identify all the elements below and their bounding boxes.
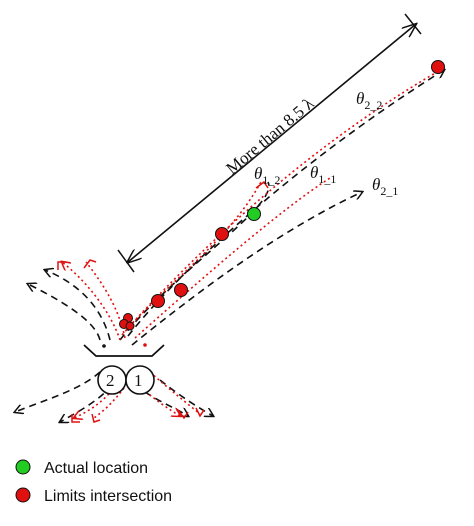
red-corner-marks (57, 180, 269, 423)
array-platform (83, 344, 165, 357)
theta-labels: θ2_2 θ1_2 θ1_1 θ2_1 (254, 89, 398, 198)
limit-point-7 (125, 321, 135, 331)
theta-2-2-label: θ2_2 (356, 89, 382, 112)
antenna-2-label: 2 (106, 371, 115, 390)
distance-dimension: More than 8.5 λ (117, 13, 422, 273)
ray-lower-right-outer (159, 379, 213, 416)
dimension-tick-end (404, 13, 422, 35)
theta-1-1-label: θ1_1 (310, 163, 336, 186)
limit-point-mid (215, 227, 229, 241)
red-ray-upper-left-2 (85, 261, 126, 339)
ray-theta-2-1 (131, 192, 362, 346)
red-ray-upper-left-1 (62, 262, 121, 341)
red-ray-theta-1-1 (134, 177, 331, 339)
ray-lower-left-outer (15, 371, 101, 412)
theta-2-1-label: θ2_1 (372, 175, 398, 198)
red-ray-lower-right-2 (149, 371, 201, 415)
limit-point-4 (151, 294, 165, 308)
black-rays (15, 70, 444, 422)
red-ray-lower-left-2 (93, 387, 125, 419)
legend-limits-label: Limits intersection (44, 488, 172, 505)
red-ray-lower-right-1 (141, 387, 180, 416)
ray-upper-left-outer (28, 284, 101, 341)
ray-lower-right-inner (144, 391, 188, 416)
red-rays (62, 67, 445, 419)
antenna-array: 2 1 (83, 344, 165, 395)
red-ray-theta-2-2-upper (125, 67, 445, 331)
array-small-dots (102, 343, 147, 348)
legend: Actual location Limits intersection (15, 459, 172, 505)
theta-1-2-label: θ1_2 (254, 164, 280, 187)
ray-upper-left-inner (45, 270, 111, 341)
dimension-tick-start (117, 249, 135, 273)
legend-actual-label: Actual location (44, 460, 148, 477)
intersection-points (119, 60, 445, 331)
antenna-1-circle (125, 365, 155, 395)
ray-theta-2-2 (127, 70, 444, 337)
distance-label: More than 8.5 λ (222, 93, 318, 178)
limit-point-3 (174, 283, 188, 297)
actual-location-point (247, 207, 261, 221)
red-ray-theta-1-2 (121, 179, 263, 336)
antenna-1-label: 1 (134, 371, 143, 390)
legend-limits-swatch (15, 487, 31, 503)
legend-actual-swatch (15, 459, 31, 475)
limit-point-far (431, 60, 445, 74)
ray-theta-1-2 (119, 181, 270, 341)
